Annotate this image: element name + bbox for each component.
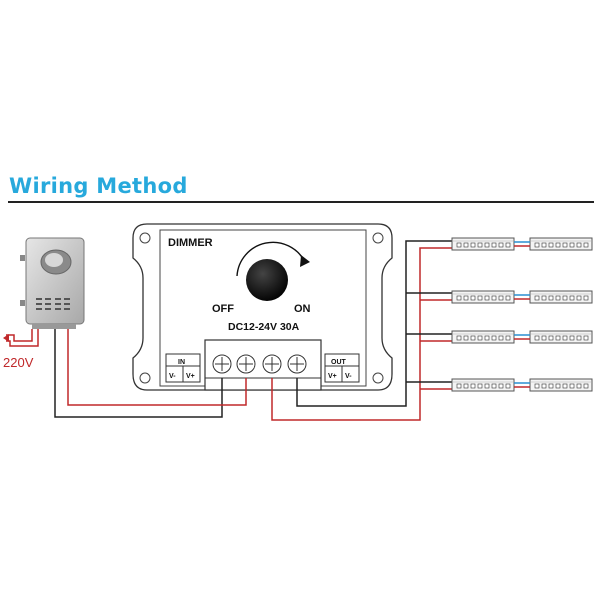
led-strips (451, 237, 593, 392)
strip-connector (514, 294, 530, 300)
led-strip-segment (529, 378, 593, 392)
dimmer-knob[interactable] (246, 259, 288, 301)
led-strip-segment (451, 290, 515, 304)
terminal-screw (212, 354, 232, 374)
in-minus-label: V- (169, 373, 176, 380)
out-terminal-label (324, 353, 360, 383)
title-divider (8, 201, 594, 203)
strip-connector (514, 241, 530, 247)
power-supply (20, 237, 85, 329)
rotation-arrow-head-icon (300, 255, 310, 267)
led-strip-segment (451, 330, 515, 344)
dimmer-name: DIMMER (168, 237, 213, 249)
out-plus-label: V+ (328, 373, 337, 380)
input-voltage-label: 220V (3, 355, 34, 370)
led-strip-segment (529, 290, 593, 304)
led-strip-segment (451, 378, 515, 392)
terminal-screw (287, 354, 307, 374)
in-terminal-label (165, 353, 201, 383)
out-label: OUT (331, 359, 347, 366)
ac-arrow-icon (3, 334, 9, 342)
terminal-screw (236, 354, 256, 374)
psu-negative-wire (54, 329, 223, 418)
led-strip-segment (451, 237, 515, 251)
in-plus-label: V+ (186, 373, 195, 380)
out-positive-wire (271, 247, 452, 421)
dimmer-unit (132, 223, 393, 391)
strip-connector (514, 334, 530, 340)
rotation-arrow (236, 241, 306, 277)
on-label: ON (294, 303, 311, 315)
out-minus-label: V- (345, 373, 352, 380)
page-title: Wiring Method (9, 174, 188, 198)
led-strip-segment (529, 237, 593, 251)
psu-positive-wire (67, 329, 247, 406)
off-label: OFF (212, 303, 234, 315)
ac-input-wire (6, 329, 39, 347)
out-negative-wire (296, 240, 452, 407)
terminal-screw (262, 354, 282, 374)
led-strip-segment (529, 330, 593, 344)
rating-label: DC12-24V 30A (228, 321, 300, 333)
ac-input-wire (6, 329, 33, 342)
strip-connector (514, 382, 530, 388)
in-label: IN (178, 359, 185, 366)
